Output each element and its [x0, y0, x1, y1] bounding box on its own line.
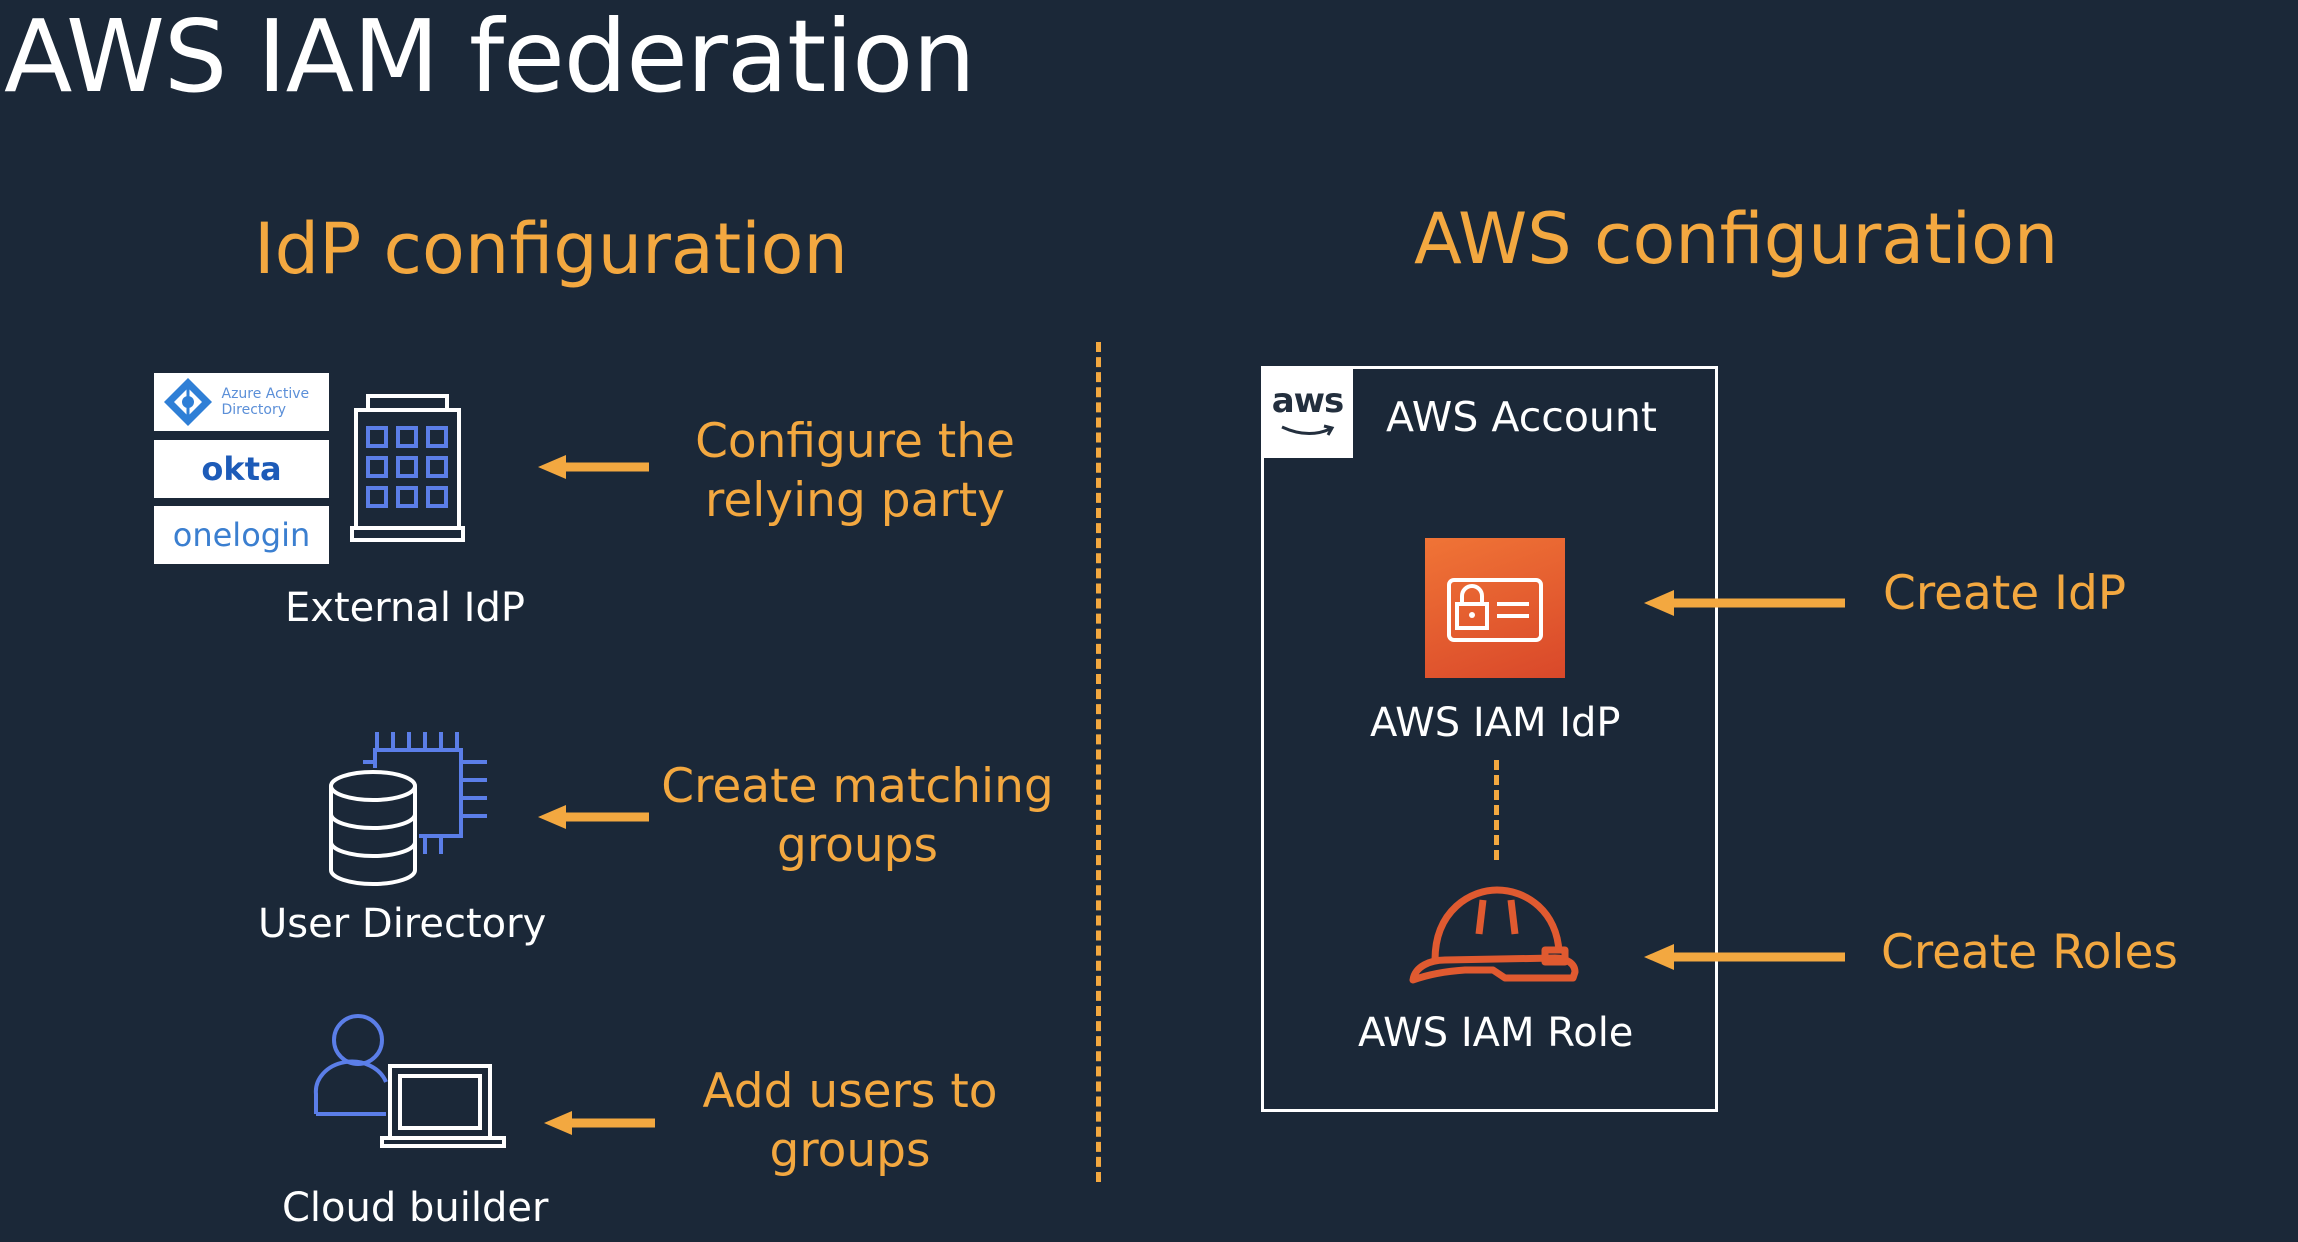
arrow-left-icon [544, 1111, 655, 1135]
aws-account-box [1261, 366, 1718, 1112]
okta-logo-text: okta [201, 450, 282, 488]
hard-hat-icon [1409, 886, 1579, 984]
step-add-users-to-groups: Add users to groups [702, 1064, 998, 1178]
onelogin-logo-text: onelogin [172, 516, 311, 554]
id-card-lock-icon [1447, 578, 1543, 642]
idp-section-heading: IdP configuration [254, 208, 848, 290]
aws-logo-text: aws [1271, 381, 1345, 421]
okta-logo: okta [154, 440, 329, 498]
arrow-left-icon [1644, 590, 1845, 616]
aws-smile-icon [1281, 424, 1335, 436]
step-create-roles: Create Roles [1881, 925, 2178, 980]
iam-idp-tile [1425, 538, 1565, 678]
step-create-matching-groups: Create matching groups [661, 759, 1054, 873]
section-divider [1096, 342, 1101, 1182]
aws-logo: aws [1262, 367, 1353, 458]
aws-account-label: AWS Account [1386, 393, 1657, 441]
external-idp-label: External IdP [285, 585, 525, 631]
arrow-left-icon [1644, 944, 1845, 970]
step-create-idp: Create IdP [1883, 566, 2127, 621]
onelogin-logo: onelogin [154, 506, 329, 564]
cloud-builder-label: Cloud builder [282, 1185, 549, 1231]
page-title: AWS IAM federation [4, 0, 976, 115]
building-icon [350, 394, 465, 542]
cloud-builder-icon [313, 1014, 506, 1148]
azure-ad-icon [163, 378, 212, 426]
azure-ad-logo-text: Azure Active Directory [221, 386, 310, 418]
step-configure-relying-party: Configure the relying party [695, 414, 1015, 528]
aws-iam-role-label: AWS IAM Role [1358, 1010, 1634, 1056]
aws-iam-idp-label: AWS IAM IdP [1370, 700, 1621, 746]
user-directory-icon [325, 732, 487, 888]
aws-section-heading: AWS configuration [1414, 198, 2059, 280]
arrow-left-icon [538, 805, 649, 829]
user-directory-label: User Directory [258, 901, 547, 947]
arrow-left-icon [538, 455, 649, 479]
azure-ad-logo: Azure Active Directory [154, 373, 329, 431]
idp-role-connector [1494, 760, 1499, 860]
